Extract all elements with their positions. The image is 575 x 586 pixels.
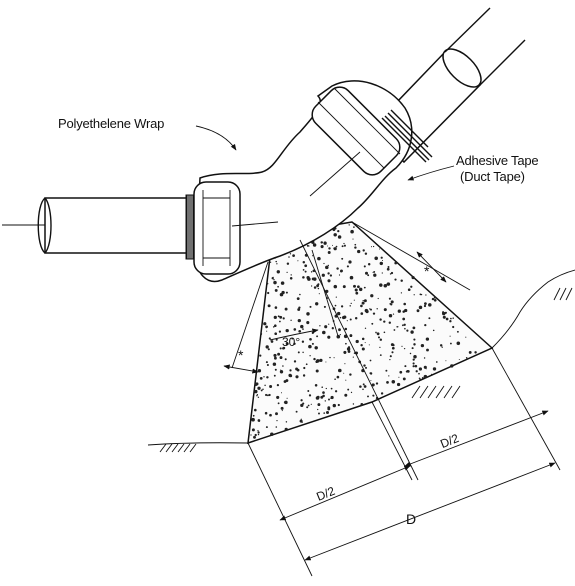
star-label-left: *	[238, 347, 244, 363]
wrap-leader	[195, 125, 237, 151]
dimension-star-right	[416, 251, 447, 283]
adhesive-tape-label: Adhesive Tape	[456, 153, 538, 168]
angle-arc	[269, 328, 319, 341]
left-pipe	[2, 197, 196, 254]
diameter-label: D	[406, 511, 416, 527]
half-diameter-right-label: D/2	[438, 431, 461, 451]
tape-band-upper	[381, 109, 433, 163]
elbow-fitting	[193, 80, 413, 283]
concrete-thrust-block	[247, 221, 494, 445]
dimension-half-right	[404, 410, 549, 467]
star-label-right: *	[424, 263, 430, 279]
dimension-full	[304, 462, 556, 561]
polyethylene-wrap-label: Polyethelene Wrap	[58, 116, 164, 131]
duct-tape-label: (Duct Tape)	[460, 169, 525, 184]
tape-leader	[407, 165, 455, 181]
half-diameter-left-label: D/2	[314, 484, 337, 504]
tape-band-left	[185, 194, 195, 260]
dimension-half-left	[279, 465, 411, 521]
ground-hatch	[147, 269, 575, 453]
angle-label: 30°	[282, 335, 300, 349]
dimension-star-left	[223, 364, 259, 374]
